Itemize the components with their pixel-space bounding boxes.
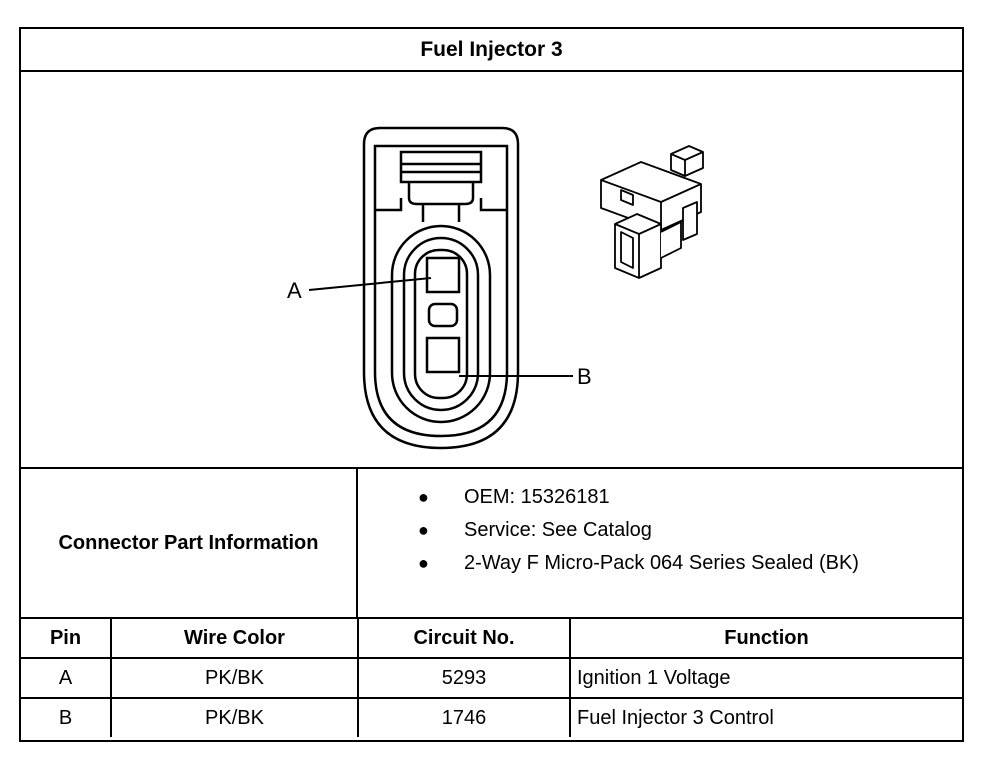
header-function: Function xyxy=(569,619,962,659)
seal-outer xyxy=(390,224,492,424)
cell-wire-color: PK/BK xyxy=(110,697,359,737)
connector-diagram: A B xyxy=(21,72,962,467)
header-pin: Pin xyxy=(21,619,112,659)
bullet-icon: ● xyxy=(418,487,429,507)
cell-wire-color: PK/BK xyxy=(110,657,359,699)
page-title: Fuel Injector 3 xyxy=(21,29,962,72)
cell-circuit-no: 5293 xyxy=(357,657,571,699)
cell-function: Fuel Injector 3 Control xyxy=(569,697,962,737)
list-item: ● Service: See Catalog xyxy=(358,514,962,547)
bullet-icon: ● xyxy=(418,520,429,540)
connector-isometric-image xyxy=(600,145,704,279)
list-item-text: 2-Way F Micro-Pack 064 Series Sealed (BK… xyxy=(464,552,859,574)
connector-face-drawing: A B xyxy=(287,126,704,450)
seal-middle xyxy=(402,236,480,412)
cavity-a xyxy=(425,256,461,294)
connector-part-info-label: Connector Part Information xyxy=(21,469,358,617)
pin-table: Pin Wire Color Circuit No. Function A PK… xyxy=(21,619,962,737)
leader-line-a xyxy=(308,277,432,291)
table-header-row: Pin Wire Color Circuit No. Function xyxy=(21,619,962,659)
cell-circuit-no: 1746 xyxy=(357,697,571,737)
list-item-text: OEM: 15326181 xyxy=(464,486,610,508)
cell-pin: A xyxy=(21,657,112,699)
cavity-b xyxy=(425,336,461,374)
connector-outer-shell xyxy=(362,126,520,450)
header-circuit-no: Circuit No. xyxy=(357,619,571,659)
seal-inner xyxy=(413,248,469,400)
header-wire-color: Wire Color xyxy=(110,619,359,659)
cavity-center xyxy=(427,302,459,328)
list-item: ● OEM: 15326181 xyxy=(358,481,962,514)
pin-b-label: B xyxy=(577,364,592,389)
list-item-text: Service: See Catalog xyxy=(464,519,652,541)
connector-part-info: Connector Part Information ● OEM: 1532618… xyxy=(21,467,962,619)
table-row: B PK/BK 1746 Fuel Injector 3 Control xyxy=(21,697,962,737)
connector-part-info-list: ● OEM: 15326181 ● Service: See Catalog ● 2-… xyxy=(358,469,962,629)
bullet-icon: ● xyxy=(418,553,429,573)
connector-sheet: Fuel Injector 3 xyxy=(19,27,964,742)
list-item: ● 2-Way F Micro-Pack 064 Series Sealed (B… xyxy=(358,547,962,580)
pin-a-label: A xyxy=(287,278,302,303)
cell-pin: B xyxy=(21,697,112,737)
latch xyxy=(399,150,483,184)
table-row: A PK/BK 5293 Ignition 1 Voltage xyxy=(21,657,962,699)
connector-inner-shell xyxy=(373,144,509,438)
cell-function: Ignition 1 Voltage xyxy=(569,657,962,699)
